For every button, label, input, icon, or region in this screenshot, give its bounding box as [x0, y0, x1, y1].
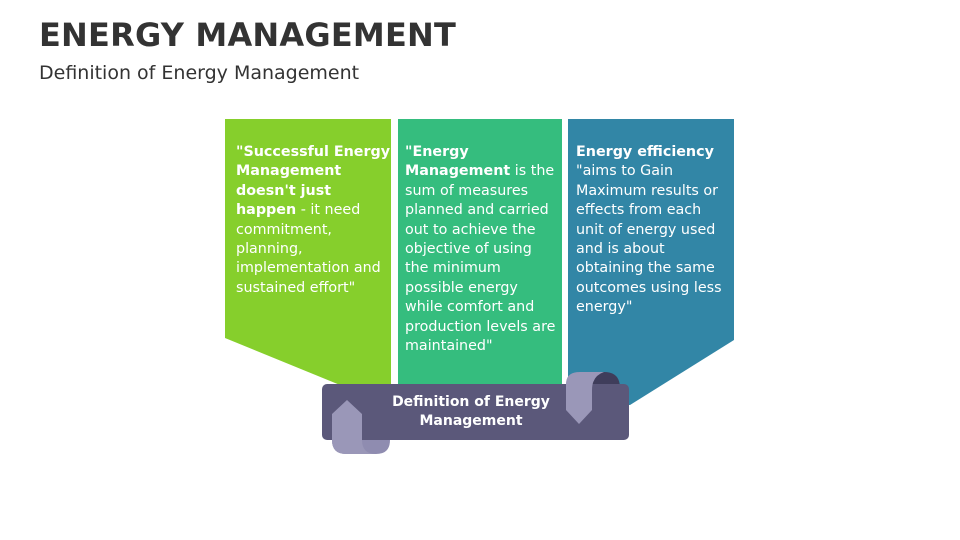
- card-3-shape: [568, 119, 734, 405]
- card-1-text: "Successful Energy Management doesn't ju…: [236, 143, 392, 298]
- ribbon-label: Definition of Energy Management: [392, 394, 550, 429]
- page-subtitle: Definition of Energy Management: [39, 62, 360, 84]
- ribbon-left-fold: [332, 400, 376, 454]
- card-1-lead: "Successful Energy Management doesn't ju…: [236, 144, 391, 219]
- card-2-lead: "Energy Management: [405, 144, 511, 180]
- page-title: ENERGY MANAGEMENT: [39, 16, 457, 54]
- ribbon-band: [322, 384, 629, 440]
- card-2-shape: [398, 119, 562, 385]
- card-2-text: "Energy Management is the sum of measure…: [405, 143, 557, 356]
- card-2-body: is the sum of measures planned and carri…: [405, 163, 556, 355]
- card-1-shape: [225, 119, 391, 385]
- card-1-body: - it need commitment, planning, implemen…: [236, 202, 381, 296]
- card-3-lead: Energy efficiency: [576, 144, 714, 160]
- card-3-text: Energy efficiency "aims to Gain Maximum …: [576, 143, 726, 318]
- ribbon-right-fold: [566, 372, 604, 424]
- card-3-body: "aims to Gain Maximum results or effects…: [576, 163, 722, 316]
- ribbon-banner: [322, 372, 629, 454]
